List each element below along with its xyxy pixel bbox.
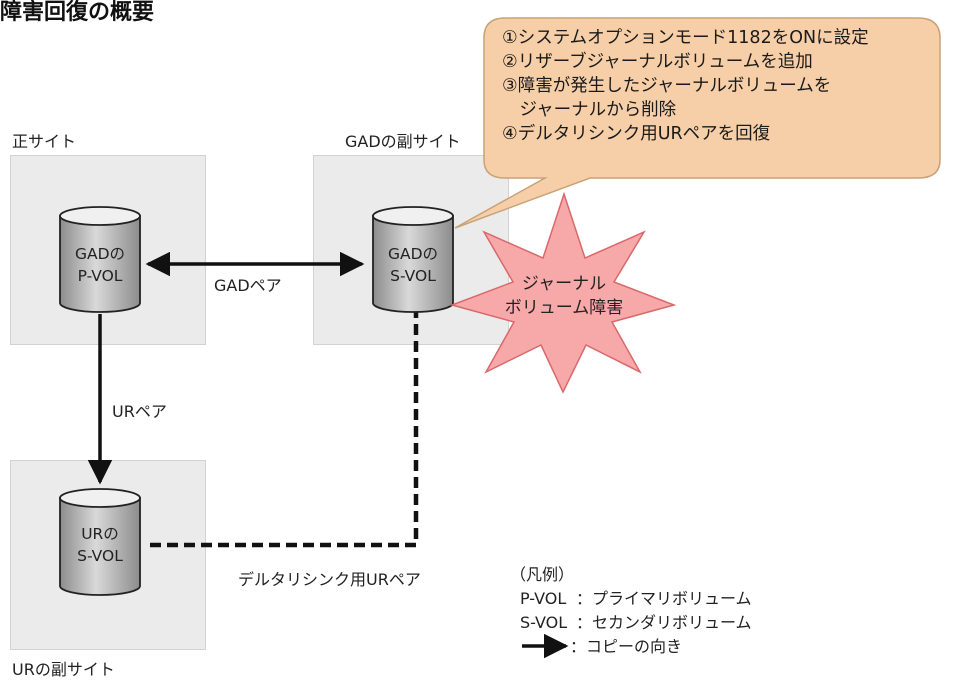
- step-3-continued: ジャーナルから削除: [502, 100, 677, 120]
- gad-pvol-label: GADの P-VOL: [74, 245, 126, 285]
- step-1: ①システムオプションモード1182をONに設定: [502, 28, 869, 48]
- legend-item-pvol: P-VOL ：プライマリボリューム: [520, 589, 752, 608]
- gad-svol-cylinder: [372, 206, 454, 313]
- gad-secondary-site-label: GADの副サイト: [345, 132, 461, 151]
- step-2: ②リザーブジャーナルボリュームを追加: [502, 52, 813, 72]
- steps-callout-shape: [454, 17, 941, 229]
- ur-svol-label: URの S-VOL: [77, 525, 123, 565]
- gad-svol-label: GADの S-VOL: [387, 245, 439, 285]
- step-3: ③障害が発生したジャーナルボリュームを: [502, 76, 832, 96]
- legend-item-arrow: ：コピーの向き: [570, 637, 683, 656]
- page-title: 障害回復の概要: [0, 0, 155, 25]
- legend: （凡例） P-VOL ：プライマリボリューム S-VOL ：セカンダリボリューム…: [510, 563, 752, 659]
- primary-site-label: 正サイト: [12, 132, 77, 151]
- ur-secondary-site-label: URの副サイト: [12, 660, 115, 679]
- journal-failure-burst: [449, 191, 677, 394]
- delta-resync-pair-label: デルタリシンク用URペア: [238, 570, 421, 589]
- gad-pvol-cylinder: [59, 206, 141, 313]
- delta-resync-pair-line: [150, 312, 419, 548]
- legend-item-svol: S-VOL ：セカンダリボリューム: [520, 613, 752, 632]
- ur-svol-cylinder: [59, 488, 141, 596]
- journal-failure-label: ジャーナル ボリューム障害: [504, 274, 624, 318]
- ur-pair-label: URペア: [112, 402, 167, 421]
- legend-heading: （凡例）: [510, 565, 575, 584]
- steps-callout-text: ①システムオプションモード1182をONに設定 ②リザーブジャーナルボリュームを…: [502, 26, 869, 146]
- step-4: ④デルタリシンク用URペアを回復: [502, 124, 771, 144]
- gad-pair-label: GADペア: [214, 276, 282, 295]
